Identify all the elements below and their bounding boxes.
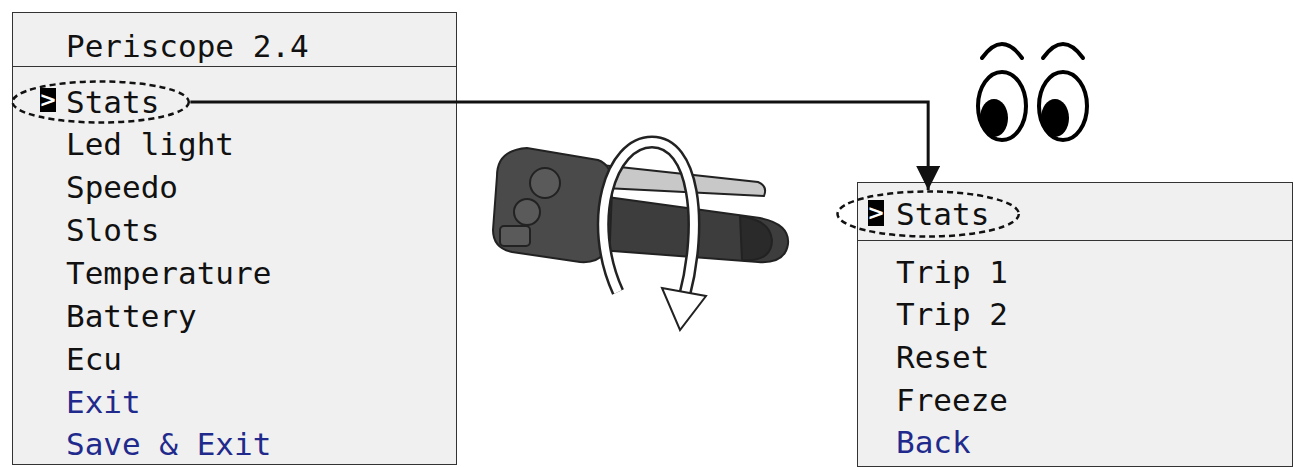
menu-action: Exit bbox=[66, 384, 141, 420]
text-slot: Slots bbox=[66, 212, 159, 248]
cursor-marker: > bbox=[40, 88, 56, 112]
menu-panel: Stats Periscope 2.4Led lightSpeedoSlotsTe… bbox=[12, 12, 457, 465]
divider-line bbox=[13, 66, 456, 67]
text-slot: Stats bbox=[896, 196, 989, 232]
text-slot: Periscope 2.4 bbox=[66, 28, 309, 64]
menu-item: Freeze bbox=[896, 382, 1008, 418]
submenu-panel: StatsTrip 1 Trip 2 ResetFreezeBack bbox=[857, 182, 1293, 467]
text-slot: Speedo bbox=[66, 169, 178, 205]
menu-action: Back bbox=[896, 424, 971, 460]
submenu-title: Stats bbox=[896, 196, 989, 232]
text-slot: Temperature bbox=[66, 255, 271, 291]
rotation-arrow bbox=[603, 142, 706, 330]
menu-connector bbox=[190, 102, 928, 190]
text-slot: Battery bbox=[66, 298, 197, 334]
menu-item: Ecu bbox=[66, 341, 122, 377]
eyes-icon bbox=[978, 44, 1087, 140]
cursor-marker: > bbox=[868, 200, 884, 226]
text-slot: Exit bbox=[66, 384, 141, 420]
divider-line bbox=[858, 240, 1292, 241]
menu-item: Reset bbox=[896, 339, 989, 375]
highlight-ellipse: Stats bbox=[836, 190, 1020, 238]
menu-item: Speedo bbox=[66, 169, 178, 205]
text-slot: Freeze bbox=[896, 382, 1008, 418]
text-slot: Ecu bbox=[66, 341, 122, 377]
text-slot: Back bbox=[896, 424, 971, 460]
text-slot: Save & Exit bbox=[66, 426, 271, 462]
text-slot: Led light bbox=[66, 126, 234, 162]
text-slot: Trip 2 bbox=[896, 296, 1008, 332]
menu-item: Led light bbox=[66, 126, 234, 162]
text-slot: Reset bbox=[896, 339, 989, 375]
menu-item: Slots bbox=[66, 212, 159, 248]
menu-item: Temperature bbox=[66, 255, 271, 291]
menu-item: Trip 2 bbox=[896, 296, 1008, 332]
text-slot: Trip 1 bbox=[896, 254, 1008, 290]
menu-title: Periscope 2.4 bbox=[66, 28, 309, 64]
dashed-ellipse bbox=[838, 192, 1019, 237]
handlebar-grip bbox=[493, 148, 788, 262]
menu-item: Trip 1 bbox=[896, 254, 1008, 290]
dashed-ellipse bbox=[13, 82, 189, 123]
text-slot: Stats bbox=[66, 84, 159, 120]
highlight-ellipse: Stats bbox=[11, 80, 190, 124]
menu-item: Stats bbox=[66, 84, 159, 120]
menu-item: Battery bbox=[66, 298, 197, 334]
menu-action: Save & Exit bbox=[66, 426, 271, 462]
